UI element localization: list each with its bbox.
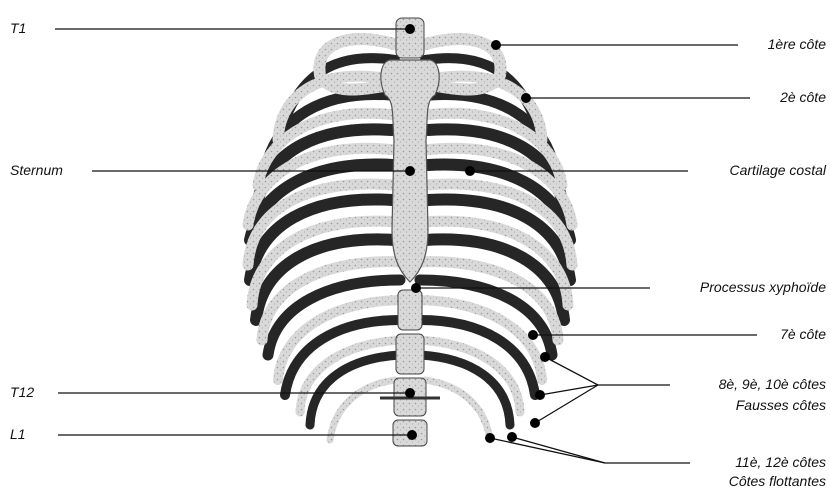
label-floating-ribs: Côtes flottantes — [729, 473, 826, 490]
label-first-rib: 1ère côte — [768, 36, 826, 53]
label-l1: L1 — [10, 426, 26, 443]
label-costal-cartilage: Cartilage costal — [730, 162, 827, 179]
label-false-ribs: Fausses côtes — [736, 397, 826, 414]
label-xiphoid-process: Processus xyphoïde — [700, 279, 826, 296]
label-second-rib: 2è côte — [780, 89, 826, 106]
label-seventh-rib: 7è côte — [780, 326, 826, 343]
label-false-ribs-numbers: 8è, 9è, 10è côtes — [719, 376, 826, 393]
label-sternum: Sternum — [10, 162, 63, 179]
label-floating-ribs-numbers: 11è, 12è côtes — [735, 454, 826, 471]
label-t1: T1 — [10, 20, 26, 37]
label-t12: T12 — [10, 384, 34, 401]
